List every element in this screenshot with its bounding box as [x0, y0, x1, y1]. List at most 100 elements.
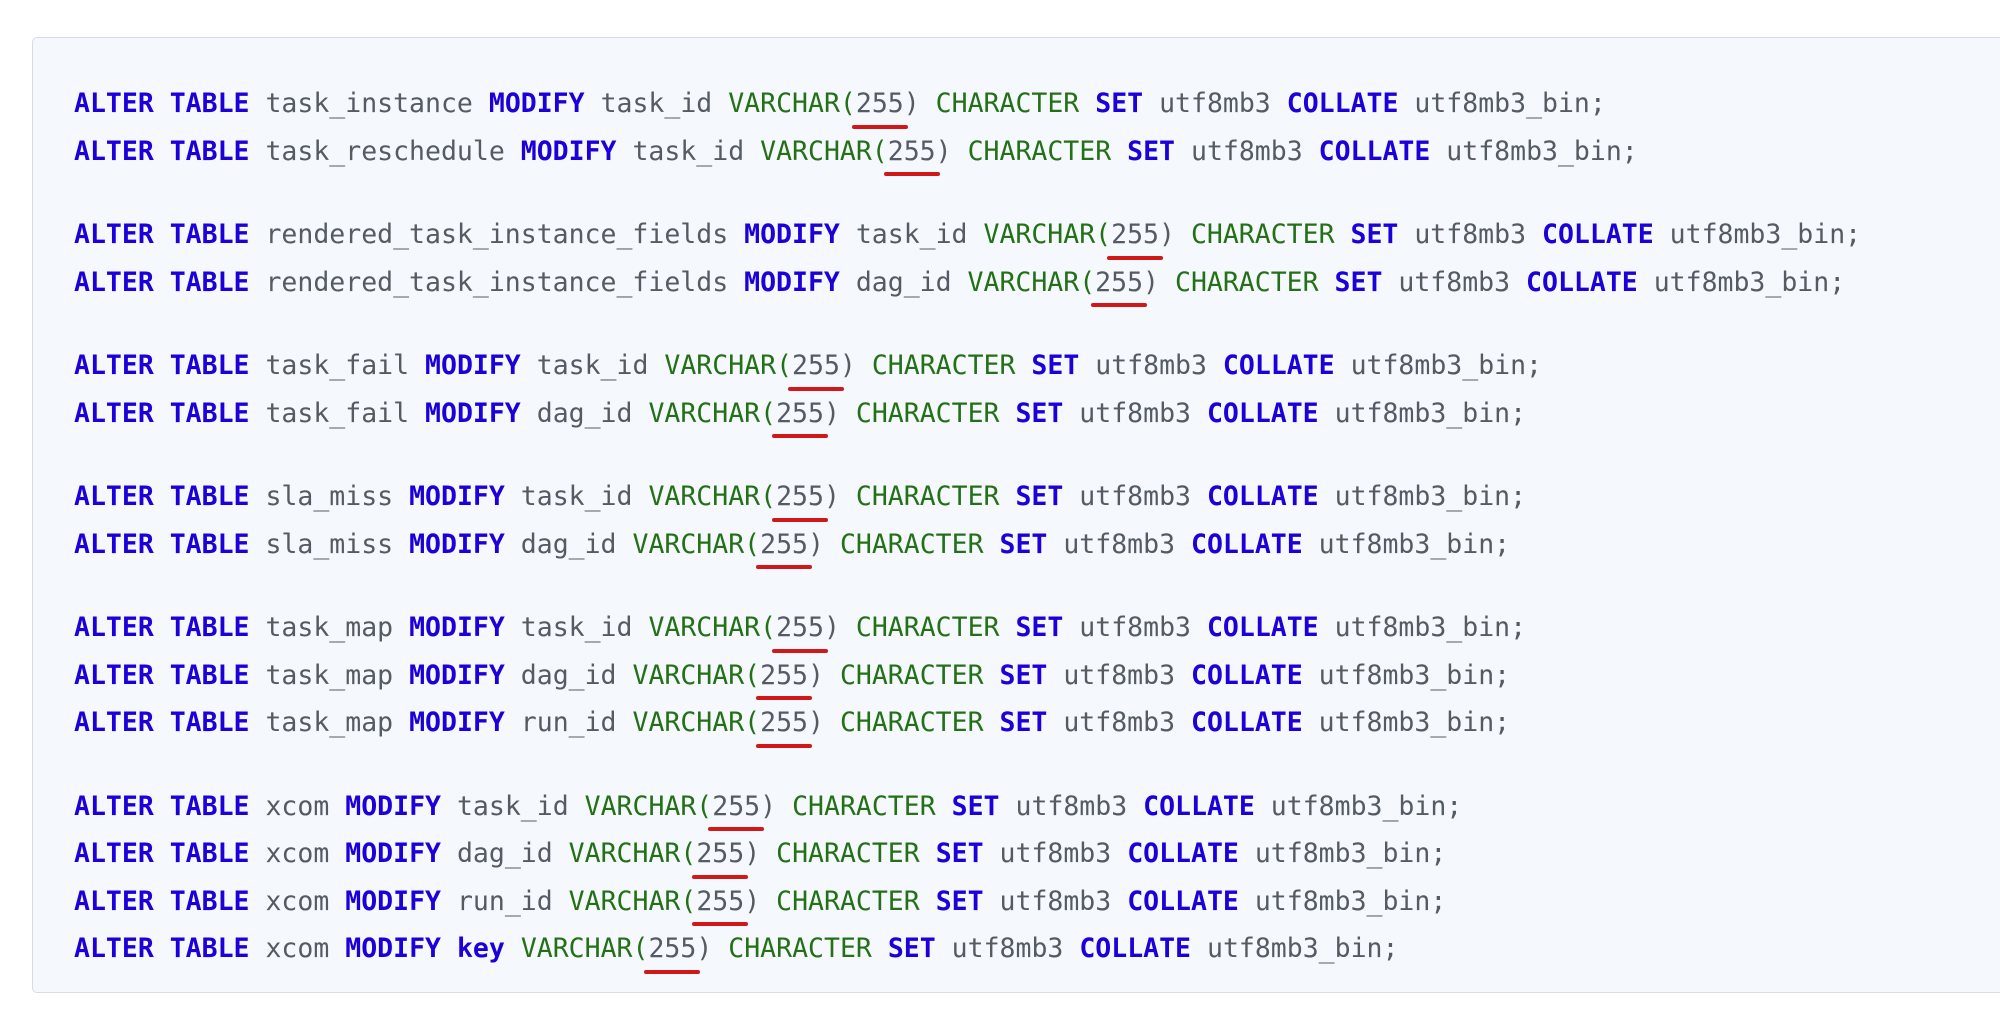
charset-name: utf8mb3 [1079, 481, 1191, 512]
code-line: ALTER TABLE task_instance MODIFY task_id… [74, 80, 2000, 128]
alter-table-keyword: ALTER TABLE [74, 350, 250, 381]
length-value: 255 [756, 652, 812, 700]
collation-name: utf8mb3_bin; [1318, 707, 1511, 738]
length-value: 255 [644, 925, 701, 973]
set-keyword: SET [1015, 612, 1064, 643]
set-keyword: SET [1334, 266, 1383, 298]
character-type: CHARACTER [1174, 266, 1319, 298]
varchar-type: VARCHAR( [632, 659, 761, 691]
column-name: task_id [536, 350, 649, 381]
set-keyword: SET [999, 659, 1048, 691]
collate-keyword: COLLATE [1542, 219, 1654, 250]
charset-name: utf8mb3 [1063, 528, 1176, 560]
character-type: CHARACTER [935, 88, 1080, 119]
charset-name: utf8mb3 [1095, 350, 1207, 381]
column-name: task_id [520, 612, 633, 643]
collate-keyword: COLLATE [1191, 528, 1303, 560]
code-line: ALTER TABLE task_reschedule MODIFY task_… [74, 128, 2000, 176]
character-type: CHARACTER [855, 397, 1000, 429]
set-keyword: SET [1015, 481, 1064, 512]
column-name: dag_id [520, 528, 617, 560]
set-keyword: SET [951, 790, 1000, 822]
character-type: CHARACTER [839, 707, 984, 738]
length-value: 255 [851, 80, 908, 128]
alter-table-keyword: ALTER TABLE [74, 266, 250, 298]
close-paren: ) [808, 528, 824, 560]
modify-keyword: MODIFY [409, 659, 505, 691]
set-keyword: SET [1095, 88, 1144, 119]
column-name: task_id [600, 88, 713, 119]
length-value: 255 [756, 699, 812, 747]
alter-table-keyword: ALTER TABLE [74, 838, 250, 869]
modify-keyword: MODIFY [409, 707, 505, 738]
collation-name: utf8mb3_bin; [1334, 612, 1527, 643]
collate-keyword: COLLATE [1127, 838, 1239, 869]
length-value: 255 [772, 604, 828, 652]
length-value: 255 [1107, 211, 1163, 259]
alter-table-keyword: ALTER TABLE [74, 88, 250, 119]
alter-table-keyword: ALTER TABLE [74, 790, 250, 822]
code-block: ALTER TABLE task_instance MODIFY task_id… [32, 37, 2000, 993]
code-line: ALTER TABLE xcom MODIFY key VARCHAR(255)… [74, 925, 2000, 973]
modify-keyword: MODIFY [744, 266, 840, 298]
table-name: xcom [265, 838, 330, 869]
collation-name: utf8mb3_bin; [1318, 528, 1511, 560]
statement-group: ALTER TABLE xcom MODIFY task_id VARCHAR(… [74, 783, 2000, 973]
table-name: xcom [265, 933, 330, 964]
collate-keyword: COLLATE [1206, 397, 1319, 429]
modify-keyword: MODIFY [520, 135, 617, 167]
varchar-type: VARCHAR( [648, 481, 777, 512]
table-name: xcom [265, 885, 330, 917]
close-paren: ) [823, 612, 840, 643]
collation-name: utf8mb3_bin; [1414, 88, 1606, 119]
character-type: CHARACTER [967, 135, 1112, 167]
character-type: CHARACTER [855, 481, 1000, 512]
code-line: ALTER TABLE xcom MODIFY task_id VARCHAR(… [74, 783, 2000, 831]
length-value: 255 [772, 473, 828, 521]
character-type: CHARACTER [728, 933, 872, 964]
table-name: sla_miss [265, 528, 394, 560]
collate-keyword: COLLATE [1191, 659, 1303, 691]
charset-name: utf8mb3 [1079, 612, 1191, 643]
code-line: ALTER TABLE task_fail MODIFY dag_id VARC… [74, 390, 2000, 438]
charset-name: utf8mb3 [1015, 790, 1128, 822]
charset-name: utf8mb3 [999, 838, 1112, 869]
collation-name: utf8mb3_bin; [1270, 790, 1463, 822]
alter-table-keyword: ALTER TABLE [74, 135, 250, 167]
collation-name: utf8mb3_bin; [1254, 885, 1447, 917]
length-value: 255 [708, 783, 765, 831]
code-line: ALTER TABLE rendered_task_instance_field… [74, 259, 2000, 307]
modify-keyword: MODIFY [345, 838, 441, 869]
charset-name: utf8mb3 [1079, 397, 1191, 429]
code-line: ALTER TABLE xcom MODIFY run_id VARCHAR(2… [74, 878, 2000, 926]
character-type: CHARACTER [776, 838, 920, 869]
alter-table-keyword: ALTER TABLE [74, 612, 250, 643]
alter-table-keyword: ALTER TABLE [74, 933, 250, 964]
table-name: rendered_task_instance_fields [265, 219, 729, 250]
modify-keyword: MODIFY [744, 219, 840, 250]
alter-table-keyword: ALTER TABLE [74, 885, 250, 917]
varchar-type: VARCHAR( [983, 219, 1112, 250]
collation-name: utf8mb3_bin; [1653, 266, 1846, 298]
code-line: ALTER TABLE task_fail MODIFY task_id VAR… [74, 342, 2000, 390]
close-paren: ) [744, 885, 761, 917]
varchar-type: VARCHAR( [648, 612, 777, 643]
collate-keyword: COLLATE [1286, 88, 1399, 119]
modify-keyword: MODIFY [409, 481, 505, 512]
column-name: dag_id [536, 397, 633, 429]
alter-table-keyword: ALTER TABLE [74, 707, 250, 738]
column-name: dag_id [456, 838, 553, 869]
column-name: key [456, 933, 505, 964]
code-line: ALTER TABLE sla_miss MODIFY task_id VARC… [74, 473, 2000, 521]
code-line: ALTER TABLE xcom MODIFY dag_id VARCHAR(2… [74, 830, 2000, 878]
varchar-type: VARCHAR( [760, 135, 888, 167]
collate-keyword: COLLATE [1206, 612, 1319, 643]
set-keyword: SET [1127, 135, 1176, 167]
collate-keyword: COLLATE [1127, 885, 1239, 917]
varchar-type: VARCHAR( [568, 838, 697, 869]
close-paren: ) [696, 933, 713, 964]
set-keyword: SET [935, 838, 984, 869]
close-paren: ) [823, 481, 840, 512]
alter-table-keyword: ALTER TABLE [74, 219, 250, 250]
collate-keyword: COLLATE [1526, 266, 1638, 298]
